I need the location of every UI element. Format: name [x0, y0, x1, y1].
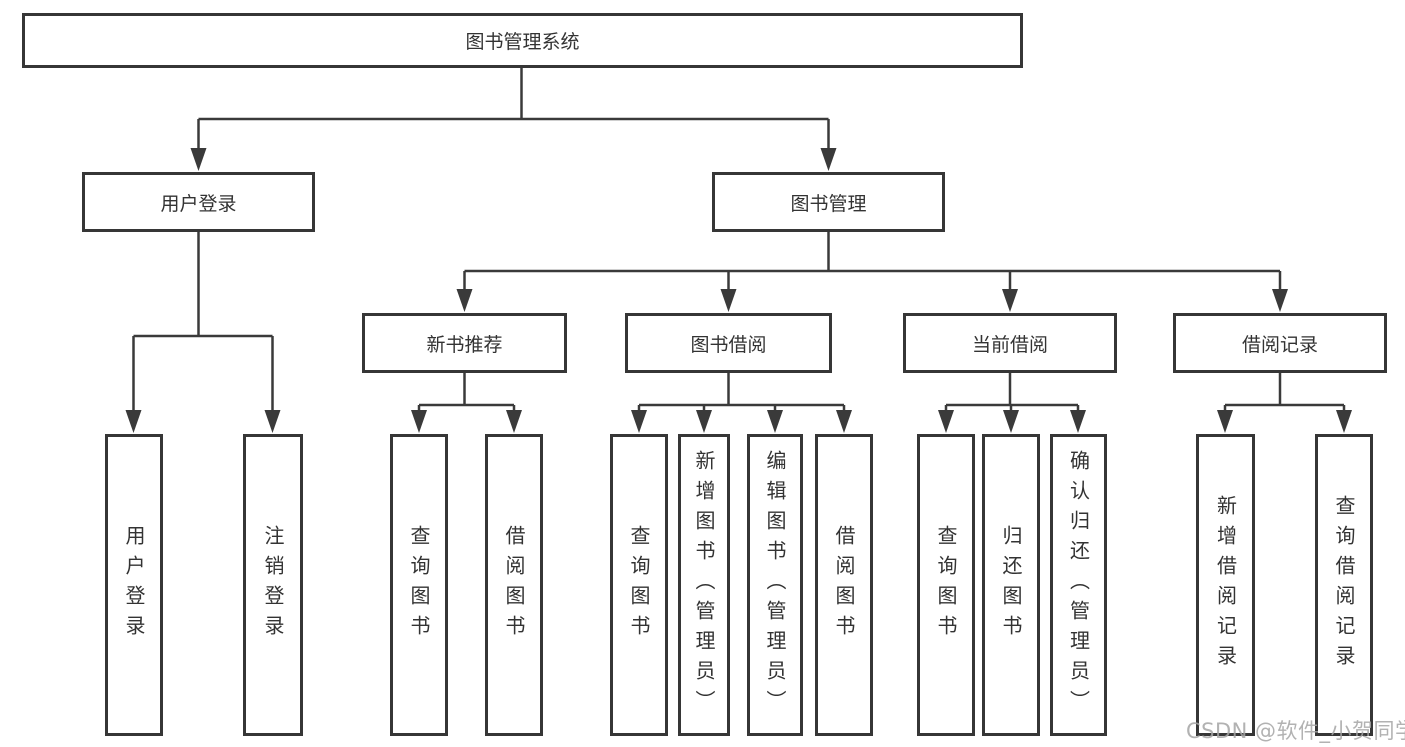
leaf-borrow-books-borrow: 借阅图书 [815, 434, 873, 736]
node-new-book-recommend-label: 新书推荐 [426, 333, 503, 356]
leaf-borrow-books-recommend-label: 借阅图书 [502, 525, 526, 645]
leaf-add-borrow-record: 新增借阅记录 [1196, 434, 1255, 736]
leaf-user-login-label: 用户登录 [122, 525, 146, 645]
leaf-add-book-admin: 新增图书（管理员） [678, 434, 730, 736]
leaf-confirm-return-admin: 确认归还（管理员） [1050, 434, 1107, 736]
leaf-borrow-books-recommend: 借阅图书 [485, 434, 543, 736]
node-book-borrow-label: 图书借阅 [690, 333, 767, 356]
node-user-login-label: 用户登录 [160, 192, 237, 215]
leaf-borrow-books-borrow-label: 借阅图书 [832, 525, 856, 645]
leaf-edit-book-admin-label: 编辑图书（管理员） [763, 450, 787, 720]
leaf-query-borrow-record-label: 查询借阅记录 [1332, 495, 1356, 675]
node-root: 图书管理系统 [22, 13, 1023, 68]
leaf-query-borrow-record: 查询借阅记录 [1315, 434, 1373, 736]
leaf-add-borrow-record-label: 新增借阅记录 [1213, 495, 1238, 675]
leaf-return-book-label: 归还图书 [999, 525, 1023, 645]
leaf-return-book: 归还图书 [982, 434, 1040, 736]
leaf-query-books-recommend-label: 查询图书 [407, 525, 431, 645]
leaf-query-books-recommend: 查询图书 [390, 434, 448, 736]
leaf-logout-label: 注销登录 [261, 525, 285, 645]
node-current-borrow: 当前借阅 [903, 313, 1117, 373]
leaf-logout: 注销登录 [243, 434, 303, 736]
leaf-query-books-current: 查询图书 [917, 434, 975, 736]
node-book-management-label: 图书管理 [790, 192, 867, 215]
watermark: CSDN @软件_小贺同学 [1186, 719, 1405, 743]
leaf-query-books-borrow: 查询图书 [610, 434, 668, 736]
node-book-borrow: 图书借阅 [625, 313, 832, 373]
leaf-query-books-current-label: 查询图书 [934, 525, 958, 645]
node-borrow-records: 借阅记录 [1173, 313, 1387, 373]
leaf-query-books-borrow-label: 查询图书 [627, 525, 651, 645]
node-user-login: 用户登录 [82, 172, 315, 232]
node-root-label: 图书管理系统 [465, 31, 580, 53]
node-borrow-records-label: 借阅记录 [1241, 333, 1318, 356]
leaf-edit-book-admin: 编辑图书（管理员） [747, 434, 803, 736]
leaf-confirm-return-admin-label: 确认归还（管理员） [1066, 450, 1091, 720]
node-new-book-recommend: 新书推荐 [362, 313, 567, 373]
node-book-management: 图书管理 [712, 172, 945, 232]
leaf-add-book-admin-label: 新增图书（管理员） [692, 450, 716, 720]
node-current-borrow-label: 当前借阅 [971, 333, 1048, 356]
leaf-user-login: 用户登录 [105, 434, 163, 736]
